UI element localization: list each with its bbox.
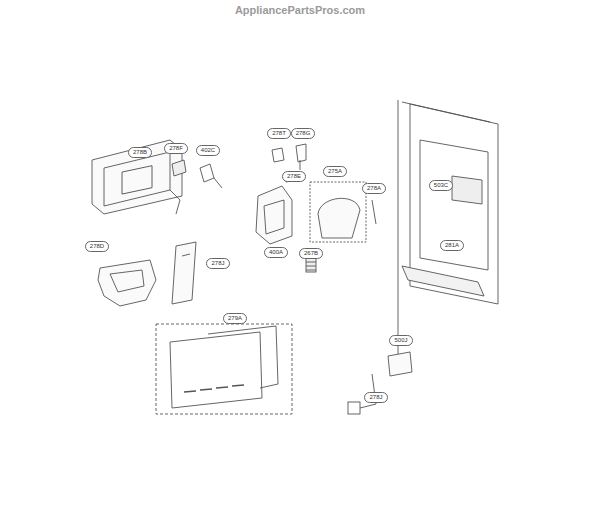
- callout-number: 278J: [364, 392, 387, 403]
- callout-number: 278J: [206, 258, 229, 269]
- callout-number: 278T: [267, 128, 291, 139]
- callout-number: 278G: [291, 128, 316, 139]
- callout-number: 400A: [264, 247, 288, 258]
- callout-number: 278A: [362, 183, 386, 194]
- callout-number: 278B: [128, 147, 152, 158]
- callout-number: 278E: [282, 171, 306, 182]
- callout-number: 278F: [164, 143, 188, 154]
- callout-number: 402C: [196, 145, 220, 156]
- callout-number: 278D: [85, 241, 109, 252]
- callout-number: 279A: [223, 313, 247, 324]
- callout-number: 275A: [323, 166, 347, 177]
- callout-number: 281A: [440, 240, 464, 251]
- callout-number: 503C: [429, 180, 453, 191]
- watermark: AppliancePartsPros.com: [235, 4, 365, 16]
- callout-number: 500J: [389, 335, 412, 346]
- callout-number: 267B: [299, 248, 323, 259]
